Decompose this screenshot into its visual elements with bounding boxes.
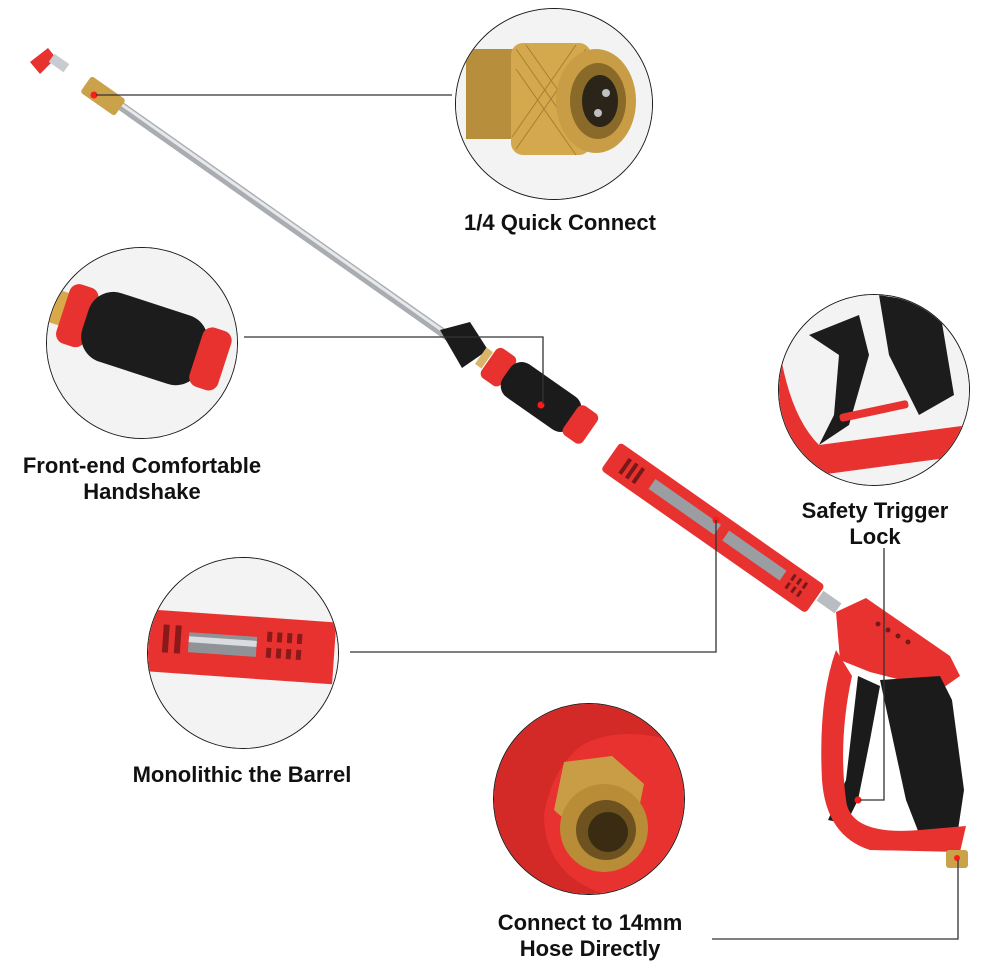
quick-connect-brass-icon xyxy=(81,76,125,116)
foam-grip-icon xyxy=(47,248,237,438)
barrel-closeup xyxy=(147,557,339,749)
callout-label-hose-connect: Connect to 14mm Hose Directly xyxy=(497,910,683,961)
quick-connect-closeup xyxy=(455,8,653,200)
brass-threaded-fitting-icon xyxy=(494,704,684,894)
hose-connect-closeup xyxy=(493,703,685,895)
callout-label-barrel: Monolithic the Barrel xyxy=(132,762,352,787)
safety-trigger-closeup xyxy=(778,294,970,486)
callout-label-quick-connect: 1/4 Quick Connect xyxy=(464,210,656,235)
trigger-lock-icon xyxy=(779,295,969,485)
nozzle-tip-icon xyxy=(30,48,70,74)
brass-coupler-icon xyxy=(456,9,652,199)
front-handshake-closeup xyxy=(46,247,238,439)
barrel-cage-icon xyxy=(148,558,338,748)
callout-label-front-handshake: Front-end Comfortable Handshake xyxy=(22,453,262,504)
callout-label-safety-trigger: Safety Trigger Lock xyxy=(801,498,949,549)
gun-body-icon xyxy=(821,598,968,868)
callout-lines xyxy=(96,94,959,940)
